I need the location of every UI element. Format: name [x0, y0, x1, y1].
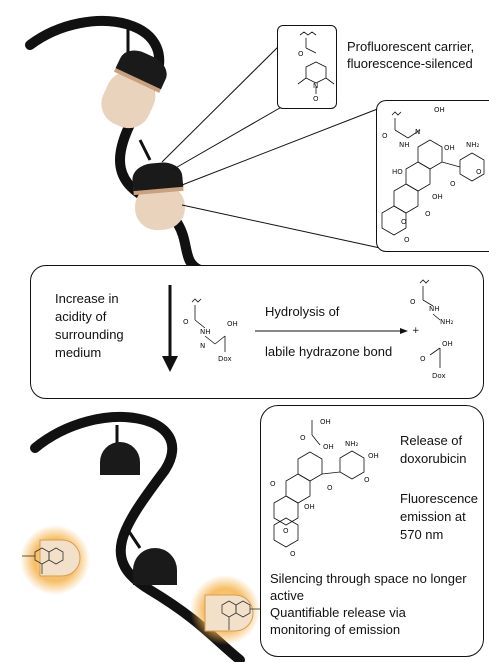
nitroxide-structure-box: [277, 25, 337, 109]
acidity-text-1: Increase in: [55, 291, 119, 306]
dox-bottom-oh4: OH: [304, 503, 315, 511]
product1-nh2: NH₂: [440, 318, 454, 326]
silencing-text-2: active: [270, 588, 304, 603]
dox-bottom-oh3: OH: [368, 452, 379, 460]
carrier-label-line2: fluorescence-silenced: [347, 56, 473, 71]
dox-bottom-o3: O: [327, 484, 333, 492]
dox-top-o4: O: [425, 210, 431, 218]
product2-o: O: [420, 355, 426, 363]
carrier-label-line1: Profluorescent carrier,: [347, 39, 475, 54]
dox-bottom-o2: O: [270, 480, 276, 488]
dox-top-oh2: OH: [444, 144, 455, 152]
dox-top-o1: O: [382, 132, 388, 140]
product1-nh: NH: [429, 305, 440, 313]
reaction-label-below: labile hydrazone bond: [265, 344, 393, 359]
product2-dox: Dox: [432, 372, 446, 380]
product2-oh: OH: [442, 340, 453, 348]
reactant-n: N: [200, 342, 206, 350]
release-text-2: doxorubicin: [400, 451, 467, 466]
reactant-o: O: [183, 318, 189, 326]
reactant-oh: OH: [227, 320, 238, 328]
dox-top-ome: O: [404, 236, 410, 244]
dox-top-o2: O: [450, 180, 456, 188]
dox-top-oh3: OH: [432, 193, 443, 201]
fluorescence-text-3: 570 nm: [400, 527, 444, 542]
dox-top-o5: O: [476, 168, 482, 176]
acidity-text-2: acidity of: [55, 309, 107, 324]
release-text-1: Release of: [400, 433, 463, 448]
dox-bottom-nh2: NH₂: [345, 440, 359, 448]
dox-top-n: N: [415, 128, 421, 136]
silencing-text-1: Silencing through space no longer: [270, 571, 467, 586]
dox-top-nh: NH: [399, 141, 410, 149]
dox-top-oh1: OH: [434, 106, 445, 114]
reaction-label-above: Hydrolysis of: [265, 304, 340, 319]
acidity-text-3: surrounding: [55, 327, 124, 342]
nitroxide-atom-n: N: [313, 82, 319, 90]
product1-o: O: [410, 298, 416, 306]
plus-sign: +: [412, 326, 420, 336]
dox-structure-box-top: [376, 100, 489, 252]
quantifiable-text-2: monitoring of emission: [270, 622, 401, 637]
dox-bottom-o1: O: [300, 434, 306, 442]
dox-top-ho: HO: [392, 168, 403, 176]
reactant-dox: Dox: [218, 355, 232, 363]
reactant-nh: NH: [200, 328, 211, 336]
nitroxide-atom-o: O: [298, 50, 304, 58]
dox-top-nh2: NH₂: [466, 141, 480, 149]
release-info-box: [260, 405, 484, 657]
fluorescence-text-2: emission at: [400, 509, 466, 524]
dox-bottom-o4: O: [283, 527, 289, 535]
acidity-text-4: medium: [55, 345, 102, 360]
dox-bottom-oh1: OH: [320, 418, 331, 426]
quantifiable-text-1: Quantifiable release via: [270, 605, 406, 620]
hydrolysis-box: [30, 265, 484, 399]
dox-bottom-o5: O: [364, 476, 370, 484]
dox-bottom-o6: O: [290, 550, 296, 558]
dox-bottom-oh2: OH: [323, 443, 334, 451]
fluorescence-text-1: Fluorescence: [400, 491, 479, 506]
dox-top-o3: O: [401, 218, 407, 226]
nitroxide-atom-o-radical: O: [313, 95, 319, 103]
